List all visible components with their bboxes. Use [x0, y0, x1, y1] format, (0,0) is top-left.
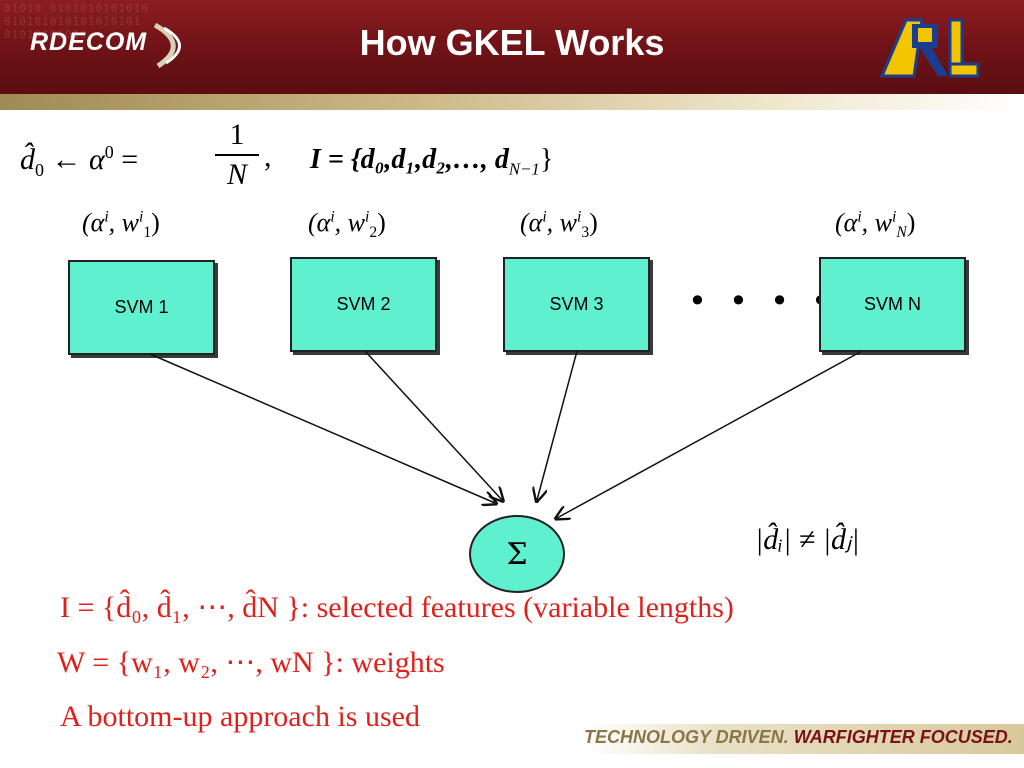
arl-logo-icon — [879, 18, 980, 78]
tagline-band — [584, 724, 1024, 754]
weight-label-2: (αi, wi2) — [308, 208, 386, 242]
arrow-svmn-to-sum — [557, 350, 863, 518]
weight-label-n: (αi, wiN) — [835, 208, 916, 242]
weight-label-3: (αi, wi3) — [520, 208, 598, 242]
index-set-body: I = {d₀,d₁,d₂,…, d — [310, 144, 509, 175]
sum-node: Σ — [469, 515, 565, 593]
svm-box-2: SVM 2 — [290, 257, 437, 352]
arrow-svm2-to-sum — [364, 350, 502, 500]
weight-label-1: (αi, wi1) — [82, 208, 160, 242]
ellipsis-dots: • • • • — [688, 282, 837, 320]
gold-band — [0, 94, 1024, 110]
binary-pattern: 01010 0101010101010 010101010101010101 0… — [4, 2, 149, 41]
init-comma: , — [264, 140, 272, 173]
tagline: TECHNOLOGY DRIVEN. WARFIGHTER FOCUSED. — [584, 727, 1013, 748]
fraction-denominator: N — [226, 158, 247, 191]
init-formula: d̂0 ← α0 = — [20, 142, 138, 181]
header-bar: 01010 0101010101010 010101010101010101 0… — [0, 0, 1024, 94]
rdecom-logo: RDECOM — [30, 28, 148, 56]
d-hat-symbol: d̂ — [20, 143, 35, 176]
alpha-superscript: 0 — [104, 142, 114, 162]
fraction: 1 N — [215, 118, 259, 192]
note-bottom-up: A bottom-up approach is used — [60, 700, 420, 733]
slide-title: How GKEL Works — [359, 22, 665, 63]
alpha-arrow: ← α — [44, 143, 105, 176]
note-weights: W = {w₁, w₂, ⋯, wN }: weights — [57, 646, 445, 679]
note-selected-features: I = {d̂₀, d̂₁, ⋯, d̂N }: selected featur… — [60, 591, 734, 624]
svm-box-n: SVM N — [819, 257, 966, 352]
inequality-formula: |d̂ᵢ| ≠ |d̂ⱼ| — [755, 523, 860, 556]
tagline-technology: TECHNOLOGY DRIVEN. — [584, 727, 789, 747]
index-set-subscript: N−1 — [508, 159, 540, 179]
equals-sign: = — [113, 143, 139, 176]
fraction-numerator: 1 — [229, 118, 245, 151]
arrow-svm1-to-sum — [149, 353, 495, 503]
svm-box-1: SVM 1 — [68, 260, 215, 355]
index-set-close: } — [539, 144, 554, 175]
arrow-svm3-to-sum — [537, 350, 578, 500]
rdecom-swoosh-icon — [153, 22, 181, 69]
fraction-bar — [215, 154, 259, 156]
tagline-warfighter: WARFIGHTER FOCUSED. — [793, 727, 1013, 747]
index-set-formula: I = {d₀,d₁,d₂,…, dN−1} — [310, 144, 553, 180]
d-subscript: 0 — [35, 160, 44, 180]
